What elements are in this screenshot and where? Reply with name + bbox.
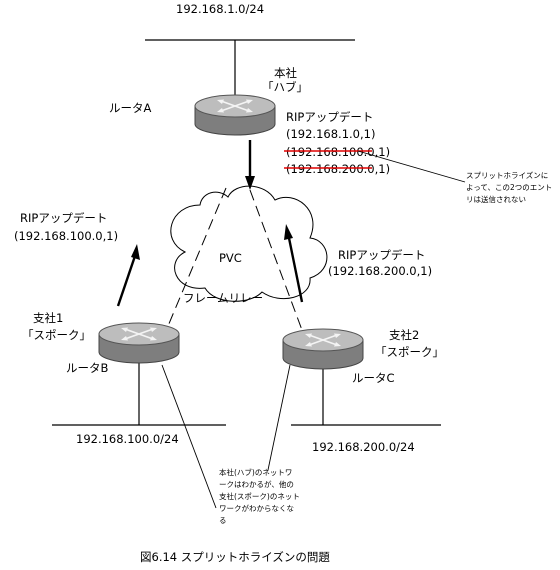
branch-note-4: ワークがわからなくな — [219, 503, 294, 513]
rip-a-entry-2: (192.168.100.0,1) — [286, 145, 390, 159]
pvc-label: PVC — [219, 251, 242, 265]
branch-note-1: 本社(ハブ)のネットワ — [219, 467, 292, 477]
rip-b-entry: (192.168.100.0,1) — [14, 229, 118, 243]
rip-a-entry-3: (192.168.200.0,1) — [286, 162, 390, 176]
right-network-label: 192.168.200.0/24 — [312, 440, 415, 454]
rip-c-entry: (192.168.200.0,1) — [328, 264, 432, 278]
arrow-b-up-head — [131, 244, 140, 260]
branch-note-3: 支社(スポーク)のネット — [219, 491, 300, 501]
split-horizon-note-2: よって、この2つのエント — [466, 183, 552, 192]
split-horizon-leader — [357, 150, 466, 183]
arrow-a-down-head — [245, 176, 255, 190]
rip-a-heading: RIPアップデート — [286, 110, 373, 124]
router-a-icon — [194, 94, 276, 136]
pvc-link-a-b — [167, 187, 227, 327]
rip-b-heading: RIPアップデート — [20, 211, 107, 225]
router-c-icon — [282, 328, 364, 370]
hq-role: 「ハブ」 — [262, 80, 308, 94]
branch-note-5: る — [219, 516, 227, 525]
arrow-c-up-head — [284, 224, 293, 240]
branch2-title: 支社2 — [389, 328, 419, 342]
hq-title: 本社 — [274, 66, 297, 80]
branch1-title: 支社1 — [33, 311, 63, 325]
router-c-label: ルータC — [352, 371, 395, 385]
branch2-role: 「スポーク」 — [375, 345, 444, 359]
left-network-label: 192.168.100.0/24 — [76, 432, 179, 446]
router-b-label: ルータB — [66, 361, 108, 375]
arrow-b-up — [116, 255, 137, 307]
frame-relay-cloud — [170, 185, 328, 302]
branch1-role: 「スポーク」 — [22, 328, 91, 342]
frame-relay-label: フレームリレー — [183, 291, 263, 305]
rip-a-entry-1: (192.168.1.0,1) — [286, 127, 375, 141]
top-network-label: 192.168.1.0/24 — [176, 2, 264, 16]
arrow-c-up — [287, 237, 304, 303]
split-horizon-note-1: スプリットホライズンに — [466, 170, 548, 180]
branch-note-leader-b — [161, 364, 217, 509]
router-b-icon — [98, 322, 180, 364]
rip-c-heading: RIPアップデート — [338, 248, 425, 262]
figure-caption: 図6.14 スプリットホライズンの問題 — [140, 550, 330, 564]
branch-note-2: ークはわかるが、他の — [219, 479, 294, 489]
branch-note-leader-c — [267, 364, 291, 471]
split-horizon-note-3: リは送信されない — [466, 194, 526, 204]
router-a-label: ルータA — [109, 101, 151, 115]
pvc-link-a-c — [249, 189, 303, 331]
